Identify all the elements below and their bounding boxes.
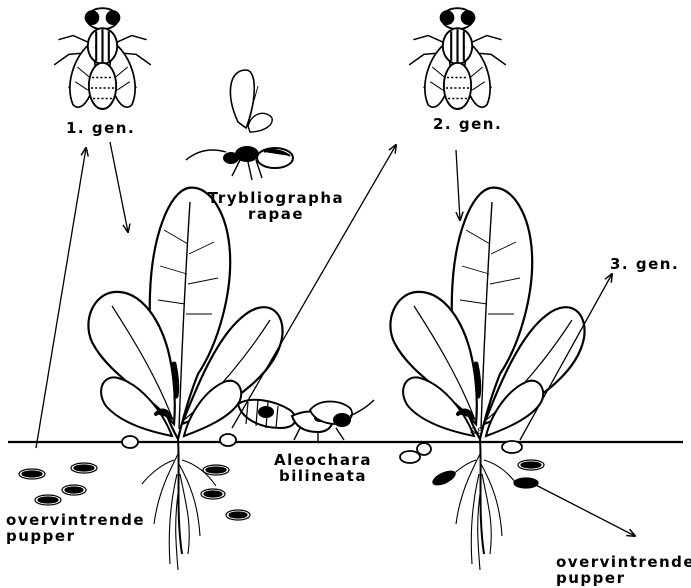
gen3-label: 3. gen.	[610, 256, 679, 272]
rove-beetle-icon	[238, 400, 374, 442]
beetle-name-genus: Aleochara	[263, 452, 383, 468]
overwintering-pupae-left-label: overvintrende pupper	[6, 512, 145, 544]
parasitoid-name-species: rapae	[201, 206, 351, 222]
pupae-right-line2: pupper	[556, 570, 691, 586]
root-mark: &8	[470, 427, 483, 437]
beetle-label: Aleochara bilineata	[263, 452, 383, 484]
fly-icon	[54, 8, 151, 109]
parasitoid-name-genus: Trybliographa	[201, 190, 351, 206]
overwintering-pupae-right-label: overvintrende pupper	[556, 554, 691, 586]
pupa-icon	[431, 460, 544, 488]
parasitoid-label: Trybliographa rapae	[201, 190, 351, 222]
cabbage-plant-icon	[390, 188, 584, 570]
gen2-label: 2. gen.	[433, 116, 502, 132]
wasp-icon	[186, 70, 293, 180]
pupae-left-line2: pupper	[6, 528, 145, 544]
beetle-name-species: bilineata	[263, 468, 383, 484]
gen1-label: 1. gen.	[66, 120, 135, 136]
pupae-right-line1: overvintrende	[556, 554, 691, 570]
pupae-left-line1: overvintrende	[6, 512, 145, 528]
fly-icon	[409, 8, 506, 109]
